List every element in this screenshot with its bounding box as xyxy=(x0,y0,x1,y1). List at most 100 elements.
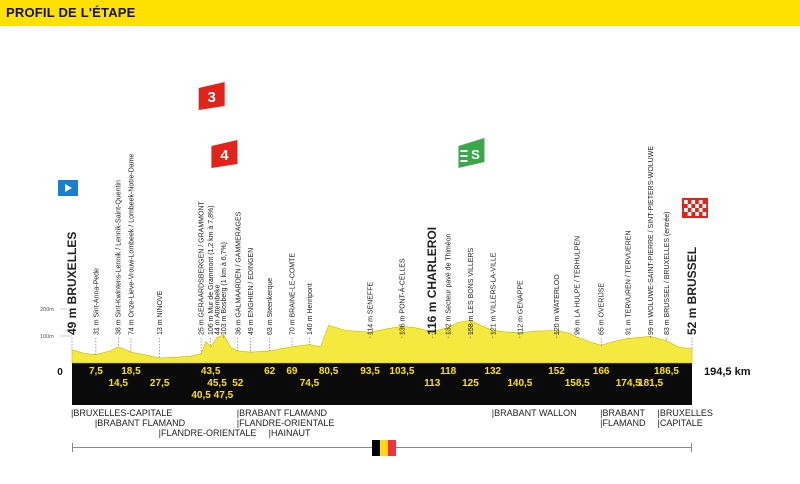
sprint-stripe xyxy=(460,155,468,157)
km-label: 181,5 xyxy=(638,378,663,389)
finish-flag-square xyxy=(691,208,696,212)
header-bar: PROFIL DE L'ÉTAPE xyxy=(0,0,800,26)
place-label: 140 m Henripont xyxy=(307,283,314,335)
km-label: 174,5 xyxy=(616,378,641,389)
km-label: 47,5 xyxy=(214,390,234,401)
place-label: 99 m WOLUWE-SAINT-PIERRE / SINT-PIETERS-… xyxy=(648,146,655,335)
km-label: 166 xyxy=(593,366,610,377)
km-label: 152 xyxy=(548,366,565,377)
place-label: 121 m VILLERS-LA-VILLE xyxy=(490,252,497,335)
region-label: |BRABANT FLAMAND xyxy=(236,408,327,418)
region-label: |BRUXELLES-CAPITALE xyxy=(71,408,173,418)
km-label: 158,5 xyxy=(565,378,590,389)
km-label: 80,5 xyxy=(319,366,339,377)
km-label: 45,5 xyxy=(207,378,227,389)
sprint-stripe xyxy=(460,160,468,162)
flag-stripe xyxy=(372,440,380,456)
km-label: 40,5 xyxy=(191,390,211,401)
km-label: 52 xyxy=(232,378,244,389)
place-label: 44 m Attembeke xyxy=(215,284,222,335)
km-label: 7,5 xyxy=(89,366,103,377)
region-label: |CAPITALE xyxy=(657,418,703,428)
region-label: |BRUXELLES xyxy=(657,408,713,418)
km-label: 103,5 xyxy=(389,366,414,377)
km-label: 69 xyxy=(286,366,298,377)
start-arrow-icon xyxy=(65,184,72,192)
y-tick-label: 200m xyxy=(40,307,54,313)
km-label: 27,5 xyxy=(150,378,170,389)
km-label: 113 xyxy=(424,378,441,389)
page-title: PROFIL DE L'ÉTAPE xyxy=(6,5,136,20)
km-label: 74,5 xyxy=(300,378,320,389)
place-label: 106 m Mur de Grammont (1,2 km à 7,8%) xyxy=(208,205,215,335)
profile-area xyxy=(71,319,693,364)
finish-flag-square xyxy=(702,212,707,216)
place-label: 103 m Bosberg (1 km à 6,7%) xyxy=(221,242,228,335)
km-label: 18,5 xyxy=(121,366,141,377)
climb-category-label: 4 xyxy=(220,147,229,164)
place-label: 83 m BRUSSEL / BRUXELLES (entrée) xyxy=(664,212,671,335)
finish-flag-square xyxy=(684,200,688,204)
km-label: 14,5 xyxy=(108,378,128,389)
stage-profile-chart: 200m 100m 49 m BRUXELLES 31 m Sint-Anna-Ped… xyxy=(40,82,751,405)
region-label: |HAINAUT xyxy=(268,428,311,438)
belgium-flag-icon xyxy=(372,440,396,456)
finish-flag-square xyxy=(687,212,692,216)
region-label: |BRABANT xyxy=(600,408,645,418)
place-label: 132 m Secteur pavé de Thiméon xyxy=(446,233,453,335)
region-label: |FLAMAND xyxy=(600,418,646,428)
km-label: 118 xyxy=(440,366,457,377)
place-label: 158 m LES BONS VILLERS xyxy=(468,248,475,335)
place-label: 13 m NINOVE xyxy=(157,290,164,335)
place-label: 112 m GENAPPE xyxy=(517,280,524,335)
km-label: 43,5 xyxy=(201,366,221,377)
finish-flag-square xyxy=(684,208,688,212)
finish-flag-square xyxy=(695,204,699,208)
y-tick-label: 100m xyxy=(40,334,54,340)
place-label-major: 52 m BRUSSEL xyxy=(685,247,699,335)
finish-flag-square xyxy=(691,200,696,204)
km-label: 132 xyxy=(484,366,501,377)
climb-category-badge xyxy=(211,140,238,168)
km-label: 186,5 xyxy=(654,366,679,377)
place-label: 36 m GALMAARDEN / GAMMERAGES xyxy=(235,211,242,335)
place-label: 136 m PONT-À-CELLES xyxy=(397,258,406,335)
flag-stripe xyxy=(380,440,388,456)
finish-flag-square xyxy=(695,212,699,216)
km-label: 62 xyxy=(264,366,276,377)
region-label: |BRABANT WALLON xyxy=(491,408,577,418)
flag-stripe xyxy=(388,440,396,456)
place-label: 38 m Sint-Kwintens-Lennik / Lennik-Saint… xyxy=(116,180,123,335)
finish-flag-square xyxy=(698,200,703,204)
place-label: 114 m SENEFFE xyxy=(368,282,375,335)
stage-rule-start-tick xyxy=(72,443,73,452)
place-label: 70 m BRAINE-LE-COMTE xyxy=(289,253,296,335)
finish-flag-square xyxy=(702,204,707,208)
place-label: 31 m Sint-Anna-Pede xyxy=(93,268,100,335)
km-label: 93,5 xyxy=(360,366,380,377)
km-label: 140,5 xyxy=(507,378,532,389)
place-label: 91 m TERVUREN / TERVUEREN xyxy=(626,230,633,335)
place-label: 49 m ENGHIEN / EDINGEN xyxy=(248,248,255,335)
place-label: 63 m Steenkerque xyxy=(267,278,274,335)
region-label: |FLANDRE-ORIENTALE xyxy=(158,428,257,438)
start-km-label: 0 xyxy=(57,367,63,378)
place-label: 74 m Onze-Lieve-Vrouw-Lombeek / Lombeek-… xyxy=(128,153,135,335)
place-label-major: 49 m BRUXELLES xyxy=(65,232,79,335)
region-label: |FLANDRE-ORIENTALE xyxy=(236,418,335,428)
regions-panel: |BRUXELLES-CAPITALE|BRABANT FLAMAND|FLAN… xyxy=(0,406,800,456)
place-label: 96 m LA HULPE / TERHULPEN xyxy=(575,236,582,335)
place-label-major: 116 m CHARLEROI xyxy=(425,227,439,335)
place-label: 65 m OVERIJSE xyxy=(599,283,606,335)
sprint-stripe xyxy=(460,150,468,152)
finish-flag-square xyxy=(698,208,703,212)
sprint-label: S xyxy=(471,147,480,162)
place-label: 25 m GERAARDSBERGEN / GRAMMONT xyxy=(199,200,206,335)
place-label: 120 m WATERLOO xyxy=(554,274,561,335)
km-label: 125 xyxy=(462,378,479,389)
region-label: |BRABANT FLAMAND xyxy=(94,418,186,428)
total-distance-label: 194,5 km xyxy=(704,366,751,378)
km-band xyxy=(72,363,692,405)
climb-category-label: 3 xyxy=(207,89,215,106)
finish-flag-square xyxy=(687,204,692,208)
